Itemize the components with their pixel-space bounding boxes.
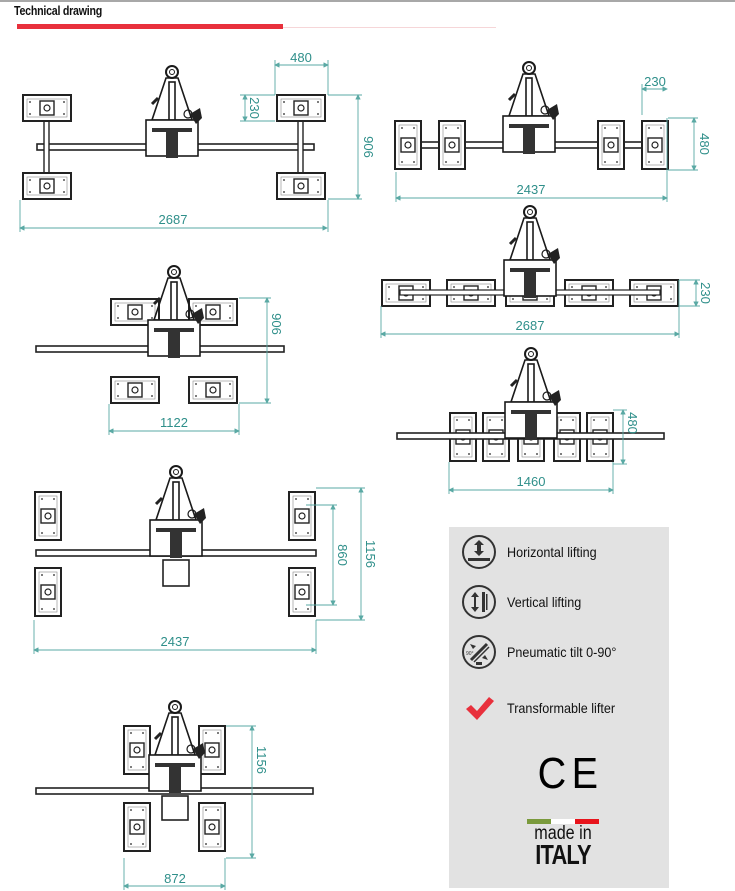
suction-pad (34, 567, 62, 617)
feature-label: Transformable lifter (507, 700, 616, 716)
suction-pad (198, 802, 226, 852)
dim-pad-height: 230 (698, 282, 713, 304)
dim-pad-spacing: 230 (644, 74, 666, 89)
lifter-hoist (502, 204, 562, 300)
horizontal-lifting-icon (461, 534, 497, 570)
suction-pad (22, 94, 72, 122)
feature-transformable-lifter: Transformable lifter (461, 690, 627, 726)
dim-overall-depth: 906 (361, 136, 376, 158)
svg-text:90°: 90° (466, 651, 474, 657)
drawing-4-pads-wide: 2687 480 230 906 (19, 50, 376, 232)
dim-pad-height: 230 (247, 97, 262, 119)
dim-pad-height: 480 (697, 133, 712, 155)
made-in-text: made in (534, 823, 592, 844)
suction-pad (22, 172, 72, 200)
drawing-4-pads-row-vertical: 2437 230 480 (394, 60, 712, 202)
drawing-5-pads-row-compact: 1460 480 (396, 346, 665, 494)
dim-inner-depth: 860 (335, 544, 350, 566)
ce-mark: CE (537, 749, 604, 798)
dim-pad-height: 480 (625, 412, 640, 434)
feature-label: Pneumatic tilt 0-90° (507, 644, 617, 660)
suction-pad (276, 172, 326, 200)
dim-overall-width: 2437 (517, 182, 546, 197)
suction-pad (288, 567, 316, 617)
feature-vertical-lifting: Vertical lifting (461, 584, 589, 620)
dim-pad-width: 480 (290, 50, 312, 65)
made-in-italy-logo: made in ITALY (527, 819, 599, 870)
dim-overall-depth: 1156 (363, 540, 378, 568)
lifter-hoist (148, 464, 208, 560)
suction-pad (276, 94, 326, 122)
drawing-4-pads-vertical-compact: 872 1156 (35, 699, 314, 890)
suction-pad (123, 725, 151, 775)
top-border (0, 0, 735, 2)
suction-pad (641, 120, 669, 170)
drawing-4-pads-compact: 1122 906 (35, 264, 285, 435)
suction-pad (110, 376, 160, 404)
lifter-hoist (503, 346, 563, 442)
title-underline-tail (283, 27, 496, 28)
suction-pad (34, 491, 62, 541)
features-panel: Horizontal lifting Vertical lifting 90° (449, 527, 669, 888)
drawing-4-pads-vertical-wide: 2437 860 1156 (33, 464, 378, 654)
feature-horizontal-lifting: Horizontal lifting (461, 534, 607, 570)
feature-label: Vertical lifting (507, 594, 582, 610)
feature-label: Horizontal lifting (507, 544, 597, 560)
suction-pad (123, 802, 151, 852)
dim-overall-width: 2687 (516, 318, 545, 333)
pneumatic-tilt-icon: 90° (461, 634, 497, 670)
italian-flag (527, 819, 599, 824)
suction-pad (188, 376, 238, 404)
suction-pad (438, 120, 466, 170)
country-text: ITALY (535, 839, 591, 870)
suction-pad (597, 120, 625, 170)
suction-pad (288, 491, 316, 541)
dim-overall-width: 872 (164, 871, 186, 886)
feature-pneumatic-tilt: 90° Pneumatic tilt 0-90° (461, 634, 629, 670)
dim-overall-width: 2437 (161, 634, 190, 649)
drawing-5-pads-row-horizontal: 2687 230 (380, 204, 713, 338)
title-underline (17, 24, 283, 29)
dim-overall-width: 1122 (160, 415, 188, 430)
checkmark-icon (461, 690, 497, 726)
vertical-lifting-icon (461, 584, 497, 620)
lifter-hoist (146, 264, 206, 360)
suction-pad (394, 120, 422, 170)
lifter-hoist (147, 699, 207, 795)
lifter-hoist (501, 60, 561, 156)
dim-overall-depth: 906 (269, 313, 284, 335)
lifter-hoist (144, 64, 204, 160)
dim-overall-depth: 1156 (254, 746, 269, 774)
dim-overall-width: 1460 (517, 474, 546, 489)
dim-overall-width: 2687 (159, 212, 188, 227)
section-title: Technical drawing (14, 3, 103, 18)
